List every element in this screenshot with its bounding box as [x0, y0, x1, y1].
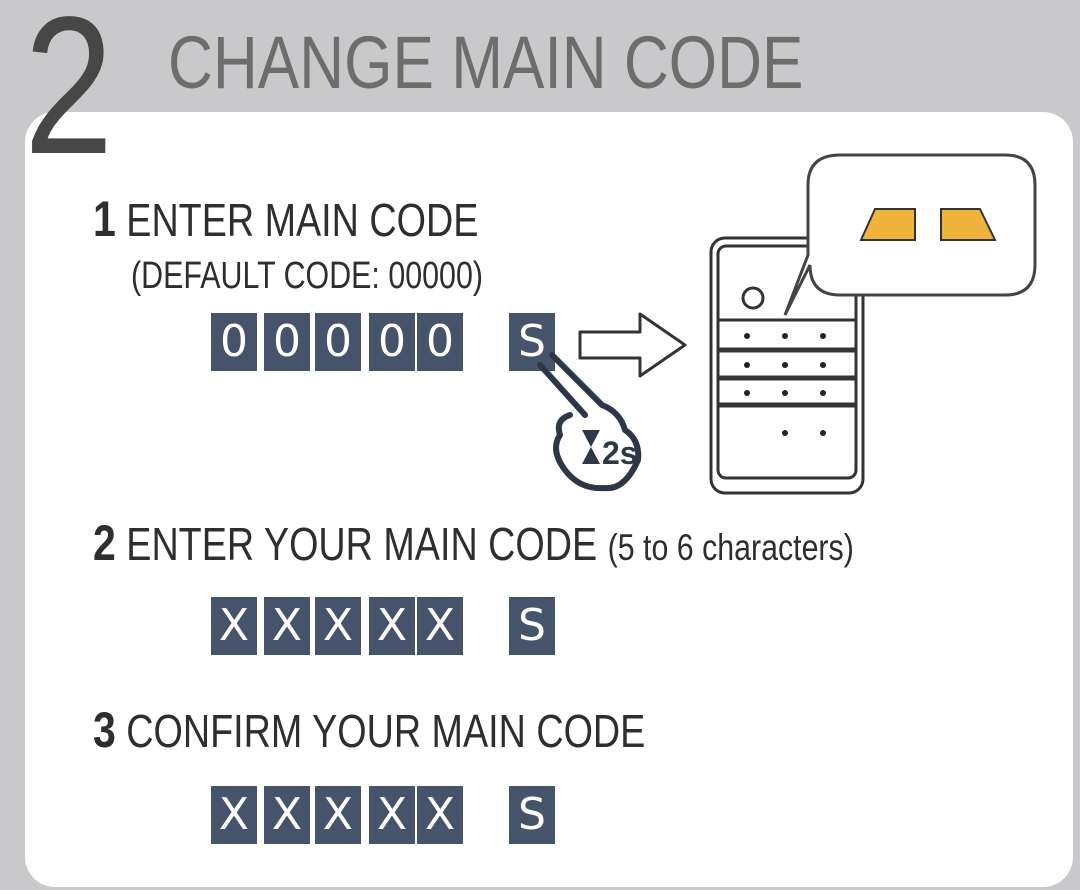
default-code-note: (DEFAULT CODE: 00000) [131, 255, 483, 297]
hold-duration: 2s [602, 435, 638, 471]
key: X [315, 597, 361, 655]
submit-key: S [509, 786, 555, 844]
step-number: 1 [93, 191, 116, 247]
key: X [369, 786, 415, 844]
hand-press-icon [537, 352, 642, 492]
key: X [417, 786, 463, 844]
step-number: 3 [93, 702, 116, 758]
key: X [211, 786, 257, 844]
step-label: CONFIRM YOUR MAIN CODE [126, 705, 646, 757]
key: X [264, 597, 310, 655]
hourglass-icon [582, 430, 600, 464]
key: X [315, 786, 361, 844]
step-label: ENTER YOUR MAIN CODE [126, 518, 598, 570]
key: X [211, 597, 257, 655]
key: 0 [417, 313, 463, 371]
keypad-dots [744, 333, 826, 436]
indicator-light-icon [940, 208, 997, 241]
key: 0 [315, 313, 361, 371]
section-number: 2 [24, 0, 113, 195]
indicator-light-icon [859, 208, 916, 241]
key: X [417, 597, 463, 655]
step-number: 2 [93, 515, 116, 571]
key: 0 [369, 313, 415, 371]
keypad-illustration: 2s [537, 153, 1037, 495]
submit-key: S [509, 313, 555, 371]
step-1-heading: 1 ENTER MAIN CODE [93, 194, 479, 246]
page-title: CHANGE MAIN CODE [168, 21, 804, 104]
step-2-heading: 2 ENTER YOUR MAIN CODE (5 to 6 character… [93, 518, 854, 571]
speech-bubble [783, 153, 1037, 316]
code-length-hint: (5 to 6 characters) [607, 527, 854, 568]
key: 0 [264, 313, 310, 371]
arrow-right-icon [578, 312, 687, 378]
step-label: ENTER MAIN CODE [126, 194, 479, 246]
step-3-heading: 3 CONFIRM YOUR MAIN CODE [93, 705, 646, 757]
key: X [369, 597, 415, 655]
key: X [264, 786, 310, 844]
submit-key: S [509, 597, 555, 655]
key: 0 [211, 313, 257, 371]
